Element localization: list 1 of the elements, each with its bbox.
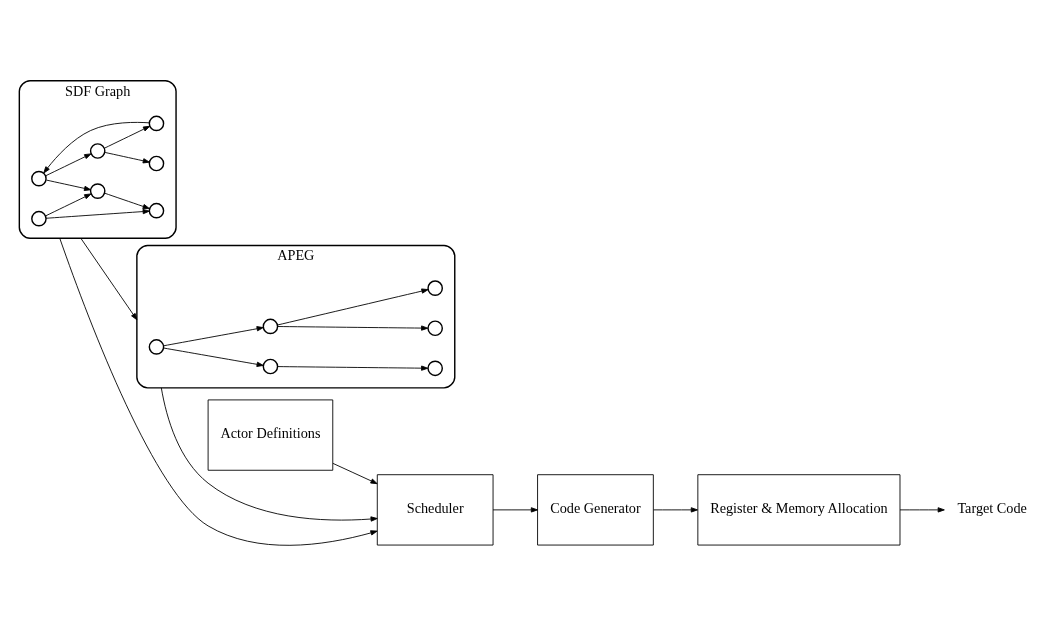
node-text: Target Code [957, 499, 1027, 516]
